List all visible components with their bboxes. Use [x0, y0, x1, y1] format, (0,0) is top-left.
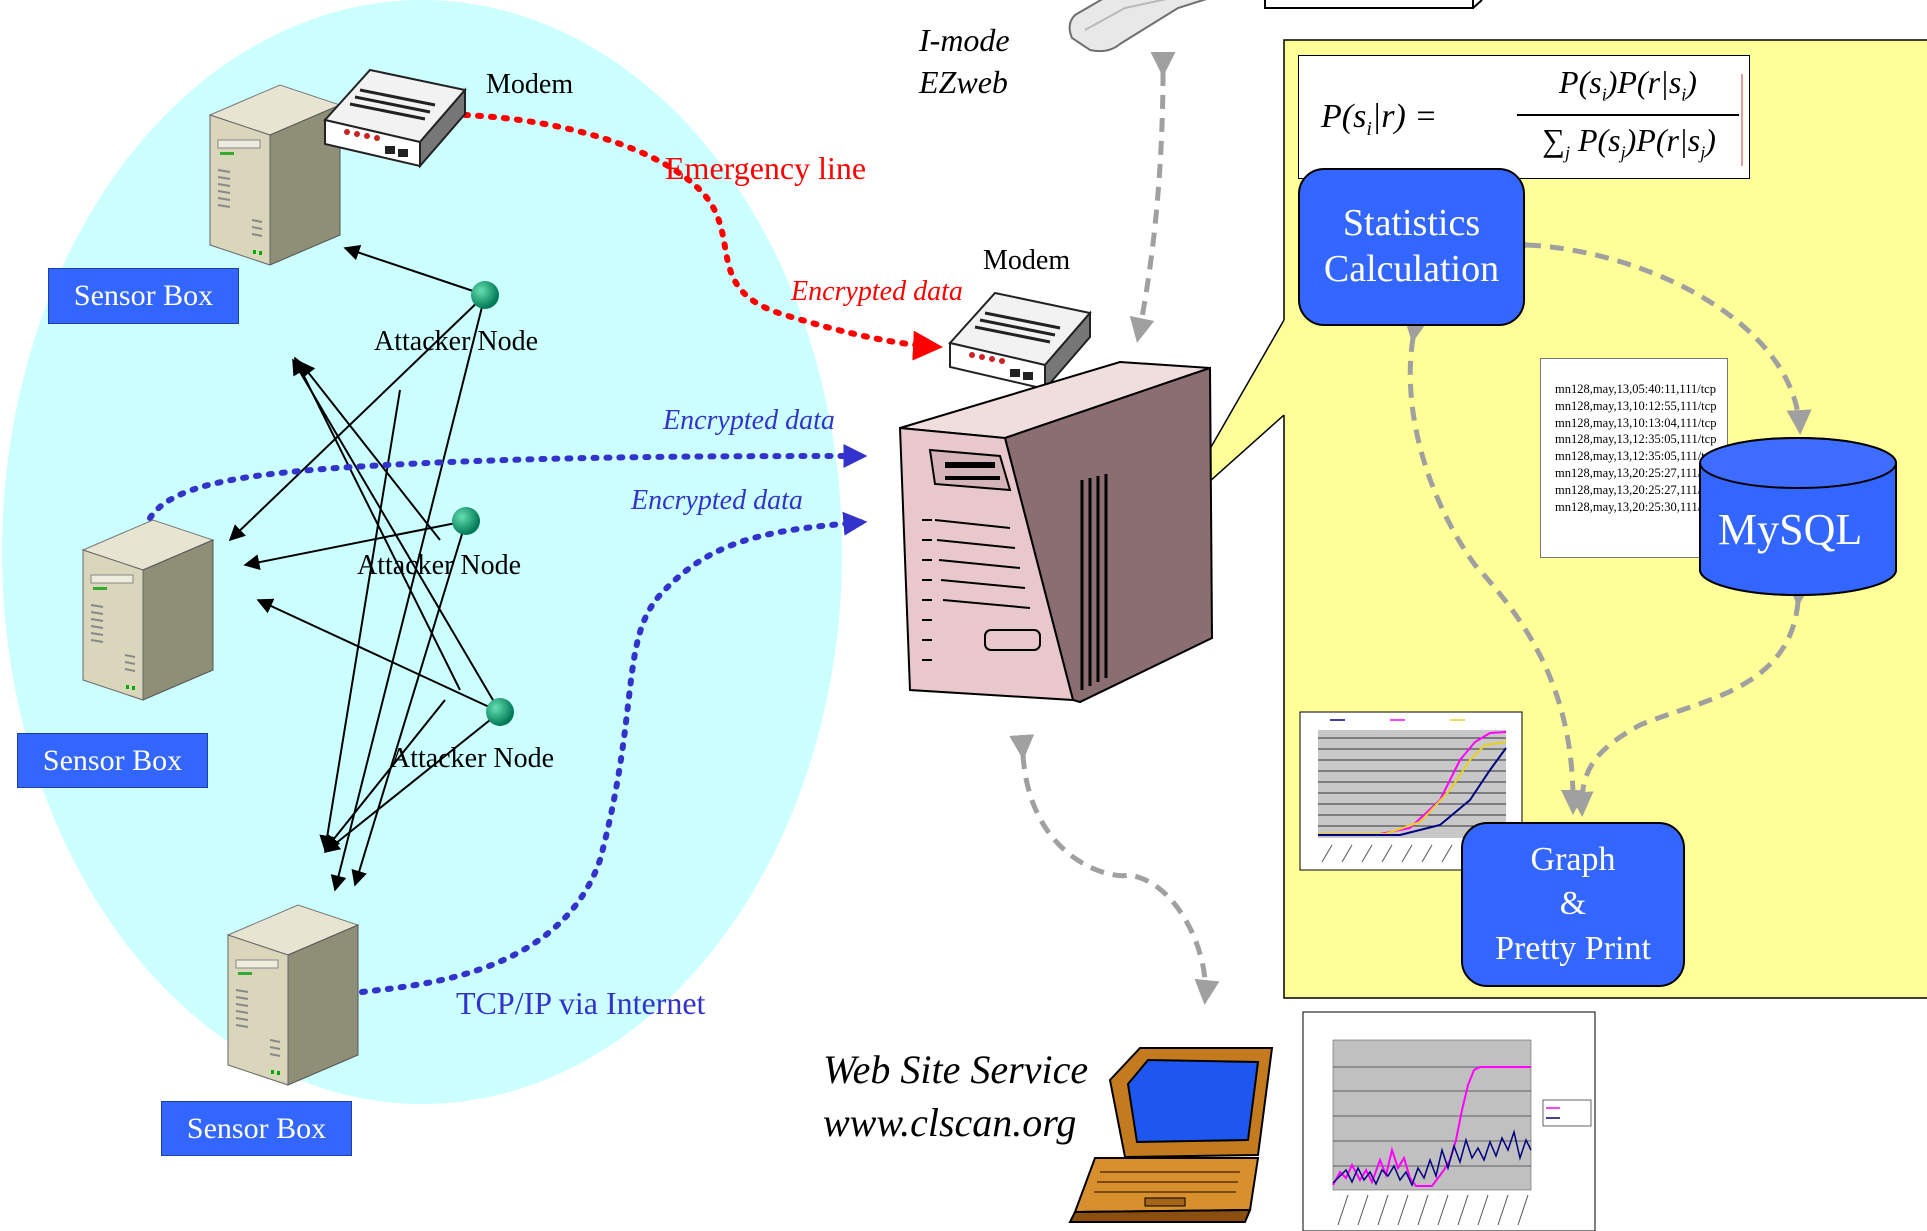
formula-num-end: )	[1686, 64, 1697, 100]
sensor-box-3: Sensor Box	[161, 1101, 352, 1156]
website-chart	[1302, 1011, 1596, 1231]
modem-label-top: Modem	[486, 69, 574, 100]
ezweb-label: EZweb	[919, 64, 1008, 100]
graph-line-1: Graph	[1530, 841, 1616, 879]
phone-server-link	[1129, 51, 1176, 343]
mysql-database	[1699, 437, 1897, 596]
formula-num: P(s	[1559, 64, 1602, 100]
formula-lhs: P(s	[1321, 98, 1367, 135]
sensor-box-2: Sensor Box	[17, 733, 208, 788]
bayes-formula: P(si|r) = P(si)P(r|si) ∑j P(sj)P(r|sj)	[1298, 55, 1750, 179]
formula-lhs-rest: |r) =	[1371, 98, 1438, 135]
formula-den-sub2: j	[1700, 142, 1706, 163]
formula-num-rest: )P(r|s	[1606, 64, 1682, 100]
encrypted-label-blue-2: Encrypted data	[631, 485, 803, 516]
laptop-icon	[1068, 1047, 1274, 1223]
formula-lhs-sub: i	[1366, 117, 1372, 140]
formula-sum: ∑	[1542, 122, 1565, 158]
formula-den: P(s	[1577, 122, 1621, 158]
log-line: mn128,may,13,20:25:30,111/tcp	[1555, 499, 1717, 514]
log-records: mn128,may,13,05:40:11,111/tcp mn128,may,…	[1540, 358, 1728, 558]
modem-label-center: Modem	[983, 245, 1071, 276]
log-line: mn128,may,13,10:13:04,111/tcp	[1555, 415, 1717, 430]
top-partial-box	[1264, 0, 1483, 9]
formula-den-end: )	[1705, 122, 1716, 158]
log-line: mn128,may,13,10:12:55,111/tcp	[1555, 398, 1717, 413]
formula-fraction-bar	[1517, 114, 1739, 116]
stats-line-2: Calculation	[1323, 248, 1500, 290]
mysql-label: MySQL	[1718, 505, 1863, 554]
attack-arrows	[228, 244, 501, 892]
phone-icon	[1068, 0, 1207, 53]
log-line: mn128,may,13,20:25:27,111/tcp	[1555, 465, 1717, 480]
mysql-graph-link	[1568, 580, 1813, 817]
attacker-node-label-2: Attacker Node	[357, 550, 522, 581]
formula-den-rest: )P(r|s	[1625, 122, 1701, 158]
attacker-node-icon	[471, 281, 499, 309]
emergency-line-label: Emergency line	[665, 150, 867, 186]
imode-label: I-mode	[919, 22, 1010, 58]
website-title: Web Site Service	[823, 1047, 1089, 1092]
encrypted-link-1	[147, 444, 868, 521]
graph-line-3: Pretty Print	[1495, 929, 1651, 967]
central-server-icon	[898, 360, 1214, 704]
formula-num-sub: i	[1601, 84, 1607, 105]
graph-pretty-print-box: Graph & Pretty Print	[1461, 822, 1685, 987]
log-line: mn128,may,13,05:40:11,111/tcp	[1555, 382, 1716, 396]
modem-icon	[323, 68, 467, 169]
encrypted-link-2	[359, 511, 868, 995]
sensor-box-1: Sensor Box	[48, 268, 239, 324]
server-icon	[226, 904, 360, 1086]
statistics-calculation-box: Statistics Calculation	[1298, 168, 1525, 326]
formula-sum-sub: j	[1564, 142, 1570, 163]
attacker-node-label-3: Attacker Node	[390, 743, 555, 774]
stats-line-1: Statistics	[1342, 202, 1481, 245]
emergency-line	[462, 112, 943, 361]
log-line: mn128,may,13,12:35:05,111/tcp	[1555, 432, 1717, 447]
website-url: www.clscan.org	[823, 1100, 1077, 1145]
formula-num-sub2: i	[1681, 84, 1687, 105]
attacker-node-label-1: Attacker Node	[374, 326, 539, 357]
server-icon	[81, 519, 215, 701]
modem-icon	[948, 291, 1092, 392]
encrypted-label-red: Encrypted data	[791, 276, 963, 307]
server-website-link	[1009, 734, 1220, 1005]
attacker-node-icon	[452, 507, 480, 535]
stats-graph-link	[1403, 316, 1586, 815]
log-line: mn128,may,13,12:35:05,111/tcp	[1555, 449, 1717, 464]
stats-mysql-link	[1506, 231, 1812, 435]
formula-den-sub: j	[1620, 142, 1626, 163]
graph-line-2: &	[1559, 885, 1587, 923]
server-icon	[208, 84, 342, 266]
encrypted-label-blue-1: Encrypted data	[663, 405, 835, 436]
formula-edge	[1741, 74, 1743, 166]
tcpip-label: TCP/IP via Internet	[456, 985, 706, 1021]
log-line: mn128,may,13,20:25:27,111/tcp	[1555, 482, 1717, 497]
attacker-node-icon	[486, 698, 514, 726]
